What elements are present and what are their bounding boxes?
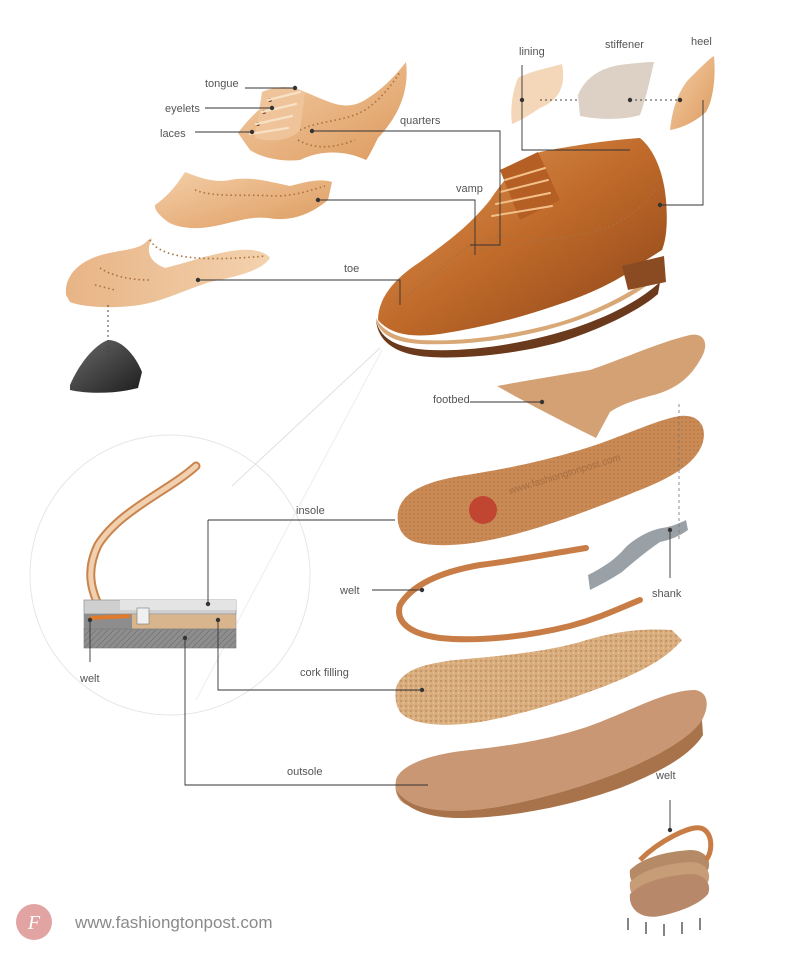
toe-cap-piece [65,238,270,308]
label-cork-filling: cork filling [300,667,349,679]
label-lining: lining [519,46,545,58]
label-outsole: outsole [287,766,322,778]
lining-piece [511,64,564,124]
leader-lines [87,65,704,833]
label-footbed: footbed [433,394,470,406]
label-vamp: vamp [456,183,483,195]
brand-logo-icon [16,904,52,940]
label-tongue: tongue [205,78,239,90]
label-quarters: quarters [400,115,441,127]
cork-filling [395,629,682,725]
insole-logo-stamp [469,496,497,524]
cross-section-detail [29,347,383,716]
vamp-piece [154,172,332,229]
label-stiffener: stiffener [605,39,644,51]
label-eyelets: eyelets [165,103,200,115]
label-shank: shank [652,588,682,600]
label-heel: heel [691,36,712,48]
label-toe: toe [344,263,359,275]
label-welt-section: welt [79,673,100,685]
heel-counter-piece [670,56,715,130]
label-insole: insole [296,505,325,517]
toe-puff [70,340,142,393]
footbed [497,334,706,438]
label-welt: welt [339,585,360,597]
brand-website: www.fashiongtonpost.com [74,913,273,932]
stiffener-piece [578,62,654,119]
brand-logo-letter: F [27,912,41,934]
finished-brogue-shoe [376,138,667,358]
tongue-eyelets-laces [248,87,305,141]
label-welt-stack: welt [655,770,676,782]
outsole [395,690,707,812]
welt-strip [396,545,643,643]
welt-sole-stack [627,825,714,936]
brand-footer: F www.fashiongtonpost.com [16,904,273,940]
steel-shank [588,520,688,590]
label-laces: laces [160,128,186,140]
